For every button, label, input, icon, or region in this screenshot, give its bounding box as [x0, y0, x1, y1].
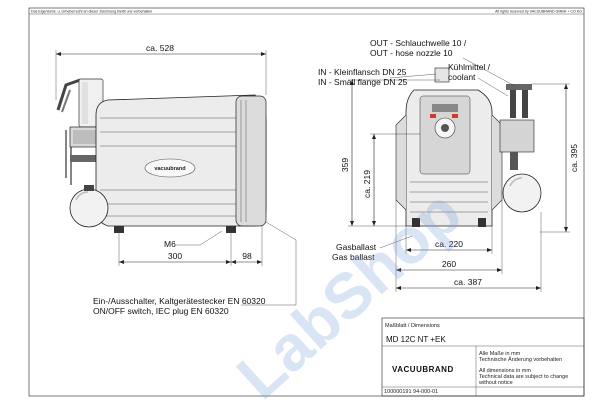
outlet-label-en: OUT - hose nozzle 10: [370, 48, 453, 58]
dim-height-219: ca. 219: [362, 170, 372, 198]
coolant-label-de: Kühlmittel /: [448, 62, 491, 72]
front-dimensions: 359 ca. 219 ca. 395 ca. 220 260: [340, 79, 579, 292]
gasballast-label-de: Gasballast: [336, 242, 377, 252]
note-en-2: Technical data are subject to change: [479, 374, 568, 380]
switch-callout: Ein-/Ausschalter, Kaltgerätestecker EN 6…: [93, 221, 297, 316]
inlet-label-de: IN - Kleinflansch DN 25: [318, 67, 407, 77]
dim-height-395: ca. 395: [569, 144, 579, 172]
copyright-notice: Das Eigentums- u. Urheberrecht an dieser…: [31, 10, 152, 14]
dim-300: 300: [168, 251, 182, 261]
gasballast-label-en: Gas ballast: [332, 252, 375, 262]
title-block: Maßblatt / Dimensions MD 12C NT +EK VACU…: [381, 317, 585, 397]
front-callouts: OUT - Schlauchwelle 10 / OUT - hose nozz…: [318, 38, 516, 262]
note-de-1: Alle Maße in mm: [479, 351, 521, 357]
switch-label-de: Ein-/Ausschalter, Kaltgerätestecker EN 6…: [93, 296, 266, 306]
dim-m6: M6: [164, 239, 176, 249]
inlet-label-en: IN - Small flange DN 25: [318, 77, 408, 87]
drawing-frame: [28, 7, 585, 397]
outlet-label-de: OUT - Schlauchwelle 10 /: [370, 38, 467, 48]
note-en-1: All dimensions in mm: [479, 368, 531, 374]
sheet-label: Maßblatt / Dimensions: [385, 323, 440, 329]
pump-front-view: [395, 67, 542, 227]
note-de-2: Technische Änderung vorbehalten: [479, 356, 562, 363]
switch-label-en: ON/OFF switch, IEC plug EN 60320: [93, 306, 229, 316]
side-dimensions: ca. 528 300 98 M6: [55, 43, 267, 266]
brand-badge: vacuubrand: [154, 166, 185, 172]
dim-height-359: 359: [340, 158, 350, 172]
dim-width-387: ca. 387: [454, 277, 482, 287]
dim-98: 98: [242, 251, 252, 261]
note-en-3: without notice: [478, 380, 513, 386]
dim-width-260: 260: [442, 259, 456, 269]
brand-logo: VACUUBRAND: [392, 365, 454, 374]
dim-width-220: ca. 220: [435, 239, 463, 249]
coolant-label-en: coolant: [448, 72, 476, 82]
drawing-number: 100000191 94-000-01: [384, 389, 438, 395]
rights-notice: All rights reserved by VACUUBRAND GMBH +…: [495, 10, 582, 14]
dim-width-528: ca. 528: [146, 43, 174, 53]
pump-side-view: vacuubrand: [56, 78, 267, 233]
model-name: MD 12C NT +EK: [386, 335, 446, 344]
